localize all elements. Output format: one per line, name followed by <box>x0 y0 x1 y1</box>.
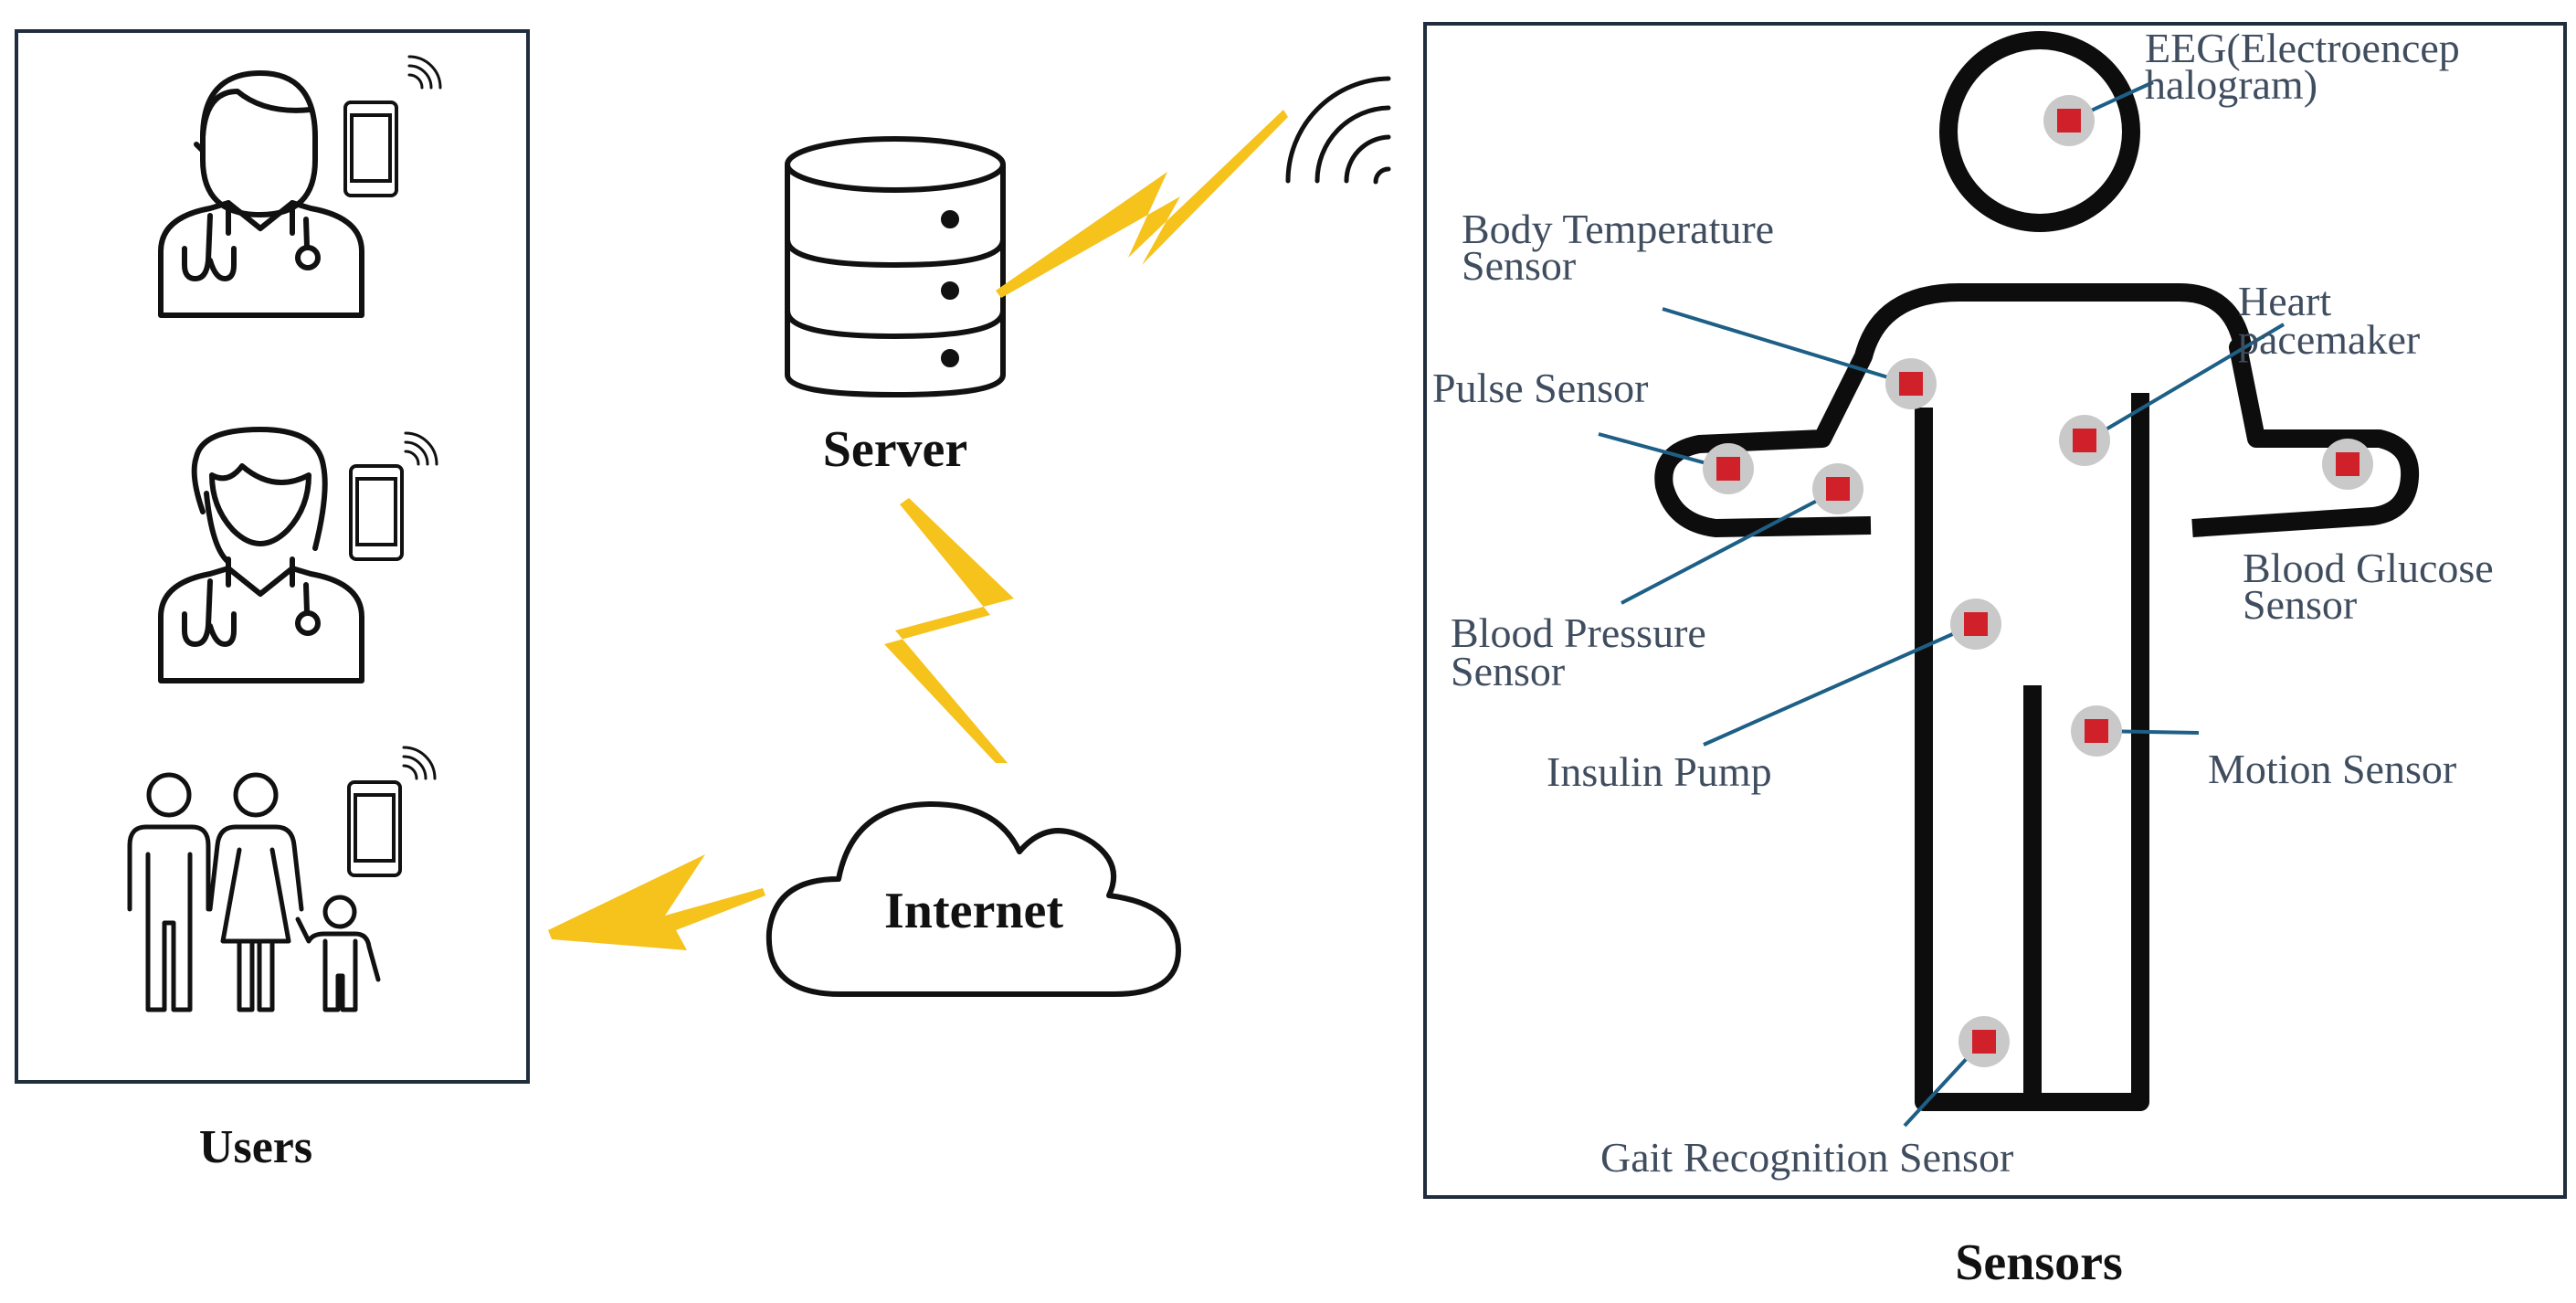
label-motion: Motion Sensor <box>2208 746 2456 792</box>
users-panel-frame <box>15 29 530 1084</box>
internet-label: Internet <box>884 883 1063 939</box>
sensor-dot-gait <box>1958 1016 2010 1067</box>
sensors-label: Sensors <box>1955 1234 2123 1291</box>
wifi-signal-icon <box>402 746 437 780</box>
sensor-dot-insulin-pump <box>1950 599 2001 650</box>
doctor-icon <box>158 70 364 318</box>
users-label: Users <box>199 1121 312 1173</box>
wifi-signal-icon <box>404 431 438 466</box>
sensor-dot-eeg <box>2043 95 2095 146</box>
server-label: Server <box>823 421 968 478</box>
family-icon <box>127 772 381 1012</box>
female-doctor-icon <box>158 427 364 683</box>
smartphone-icon <box>347 780 402 877</box>
smartphone-icon <box>349 464 404 561</box>
lightning-icon <box>996 110 1288 298</box>
lightning-icon <box>548 854 765 950</box>
label-blood-glucose-line1: Blood Glucose <box>2243 545 2494 591</box>
label-heart-line2: pacemaker <box>2238 316 2420 363</box>
label-insulin-pump: Insulin Pump <box>1547 748 1772 795</box>
label-eeg-line1: EEG(Electroencep <box>2145 25 2460 71</box>
human-body-icon <box>1654 31 2420 1111</box>
label-gait: Gait Recognition Sensor <box>1600 1134 2013 1181</box>
sensor-dot-pulse <box>1703 443 1754 494</box>
cloud-icon <box>765 801 1181 997</box>
sensor-dot-blood-glucose <box>2322 439 2373 490</box>
label-eeg-line2: halogram) <box>2145 61 2317 108</box>
sensor-dot-blood-pressure <box>1812 463 1863 514</box>
label-body-temperature-line1: Body Temperature <box>1462 206 1774 252</box>
lightning-icon <box>884 498 1014 763</box>
label-pulse: Pulse Sensor <box>1432 365 1648 411</box>
label-heart-line1: Heart <box>2238 278 2331 324</box>
label-body-temperature-line2: Sensor <box>1462 242 1576 289</box>
wifi-signal-icon <box>407 55 442 90</box>
label-blood-pressure-line1: Blood Pressure <box>1451 609 1706 656</box>
wifi-signal-icon <box>1285 76 1391 185</box>
label-blood-glucose-line2: Sensor <box>2243 581 2357 628</box>
label-blood-pressure-line2: Sensor <box>1451 648 1565 694</box>
database-server-icon <box>785 136 1006 398</box>
sensors-panel-frame <box>1423 22 2567 1199</box>
sensor-dot-motion <box>2071 705 2122 757</box>
smartphone-icon <box>343 101 398 197</box>
sensor-dot-body-temperature <box>1885 358 1937 409</box>
sensor-dot-heart-pacemaker <box>2059 415 2110 466</box>
